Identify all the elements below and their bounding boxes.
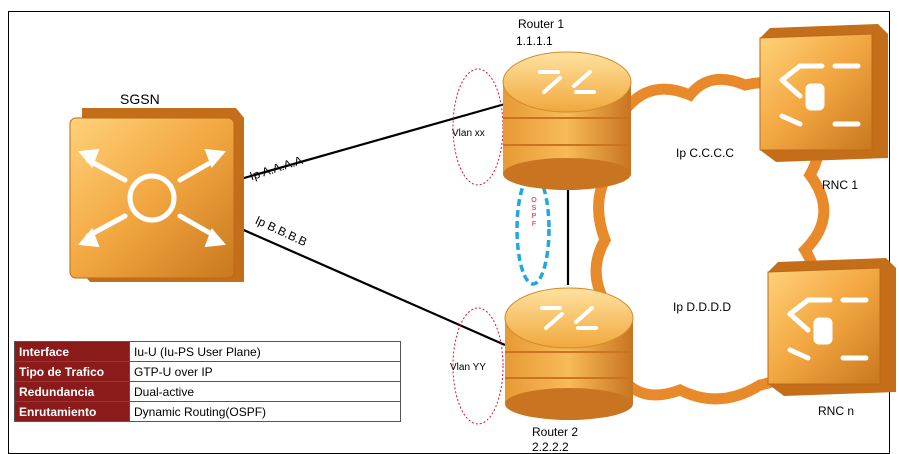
table-key-cell: Interface (14, 341, 130, 362)
vlan-xx-label: Vlan xx (452, 128, 485, 139)
table-row: Enrutamiento Dynamic Routing(OSPF) (14, 401, 401, 422)
router2-device (504, 287, 634, 420)
router1-label: Router 1 (518, 17, 565, 31)
rncn-device (767, 258, 896, 396)
interface-info-table: Interface Iu-U (Iu-PS User Plane) Tipo d… (14, 341, 401, 422)
router1-ip: 1.1.1.1 (516, 34, 553, 48)
table-value-cell: Dual-active (129, 381, 401, 402)
vlan-xx-ellipse (452, 68, 504, 186)
router1-device (502, 51, 632, 190)
sgsn-device (69, 108, 244, 282)
cloud-ip-upper: Ip C.C.C.C (676, 146, 735, 160)
table-value-cell: Iu-U (Iu-PS User Plane) (129, 341, 401, 362)
rncn-label: RNC n (818, 404, 855, 418)
table-value-cell: Dynamic Routing(OSPF) (129, 401, 401, 422)
table-row: Tipo de Trafico GTP-U over IP (14, 361, 401, 382)
rnc1-device (759, 24, 888, 162)
router2-label: Router 2 (532, 425, 579, 439)
vlan-yy-label: Vlan YY (450, 362, 486, 373)
table-key-cell: Tipo de Trafico (14, 361, 130, 382)
link-sgsn-router2 (229, 222, 506, 347)
sgsn-label: SGSN (120, 91, 160, 107)
table-key-cell: Redundancia (14, 381, 130, 402)
vlan-yy-ellipse (452, 307, 504, 425)
ospf-ellipse (515, 172, 551, 286)
rnc1-label: RNC 1 (822, 178, 859, 192)
table-row: Redundancia Dual-active (14, 381, 401, 402)
table-row: Interface Iu-U (Iu-PS User Plane) (14, 341, 401, 362)
link-sgsn-router1 (229, 102, 506, 184)
router2-ip: 2.2.2.2 (532, 440, 569, 454)
table-key-cell: Enrutamiento (14, 401, 130, 422)
cloud-ip-lower: Ip D.D.D.D (673, 300, 732, 314)
table-value-cell: GTP-U over IP (129, 361, 401, 382)
